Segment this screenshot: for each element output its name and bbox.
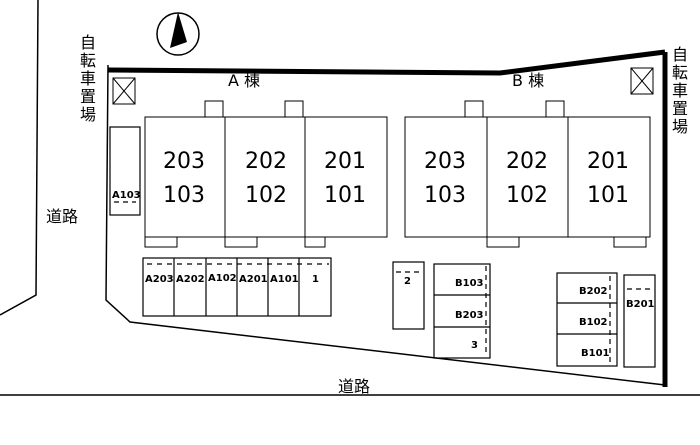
bike-parking-left-label: 場 [80, 105, 96, 124]
parking-space-label: B101 [581, 348, 610, 359]
unit-number: 101 [587, 183, 629, 208]
parking-space-label: A203 [145, 274, 174, 285]
parking-space-label: B203 [455, 310, 484, 321]
unit-number: 203 [424, 149, 466, 174]
road-bottom-label: 道路 [338, 377, 370, 396]
bike-parking-right-label: 自 [672, 45, 688, 64]
building-a [144, 100, 388, 248]
parking-space-label: A201 [239, 274, 268, 285]
building-b-label: B 棟 [512, 71, 544, 90]
unit-number: 201 [587, 149, 629, 174]
unit-number: 101 [324, 183, 366, 208]
parking-space-label: B201 [626, 299, 655, 310]
bicycle-parking-left [112, 77, 136, 105]
unit-number: 102 [245, 183, 287, 208]
road-left-label: 道路 [46, 207, 78, 226]
property-boundary-top [107, 49, 666, 76]
building-a-label: A 棟 [228, 71, 260, 90]
road-edge-left [0, 0, 39, 316]
north-arrow-icon [156, 12, 200, 56]
unit-number: 202 [245, 149, 287, 174]
unit-number: 103 [424, 183, 466, 208]
unit-number: 202 [506, 149, 548, 174]
building-b [404, 100, 651, 248]
bike-parking-right-label: 場 [672, 117, 688, 136]
bicycle-parking-right [630, 67, 654, 95]
bike-parking-right-label: 車 [672, 81, 688, 100]
parking-space-label: B102 [579, 317, 608, 328]
parking-space-label: A103 [112, 190, 141, 201]
parking-space-label: A202 [176, 274, 205, 285]
unit-number: 203 [163, 149, 205, 174]
parking-space-label: 2 [404, 276, 411, 287]
parking-space-label: B202 [579, 286, 608, 297]
unit-number: 201 [324, 149, 366, 174]
parking-lots [109, 126, 656, 368]
parking-space-label: A101 [270, 274, 299, 285]
property-boundary-left [105, 64, 666, 386]
unit-number: 103 [163, 183, 205, 208]
parking-space-label: B103 [455, 278, 484, 289]
unit-number: 102 [506, 183, 548, 208]
parking-space-label: A102 [208, 273, 237, 284]
parking-space-label: 1 [312, 274, 319, 285]
bike-parking-left-label: 置 [80, 87, 96, 106]
bike-parking-left-label: 自 [80, 33, 96, 52]
bike-parking-right-label: 転 [672, 63, 688, 82]
bike-parking-left-label: 転 [80, 51, 96, 70]
bike-parking-left-label: 車 [80, 69, 96, 88]
parking-space-label: 3 [471, 340, 478, 351]
bike-parking-right-label: 置 [672, 99, 688, 118]
